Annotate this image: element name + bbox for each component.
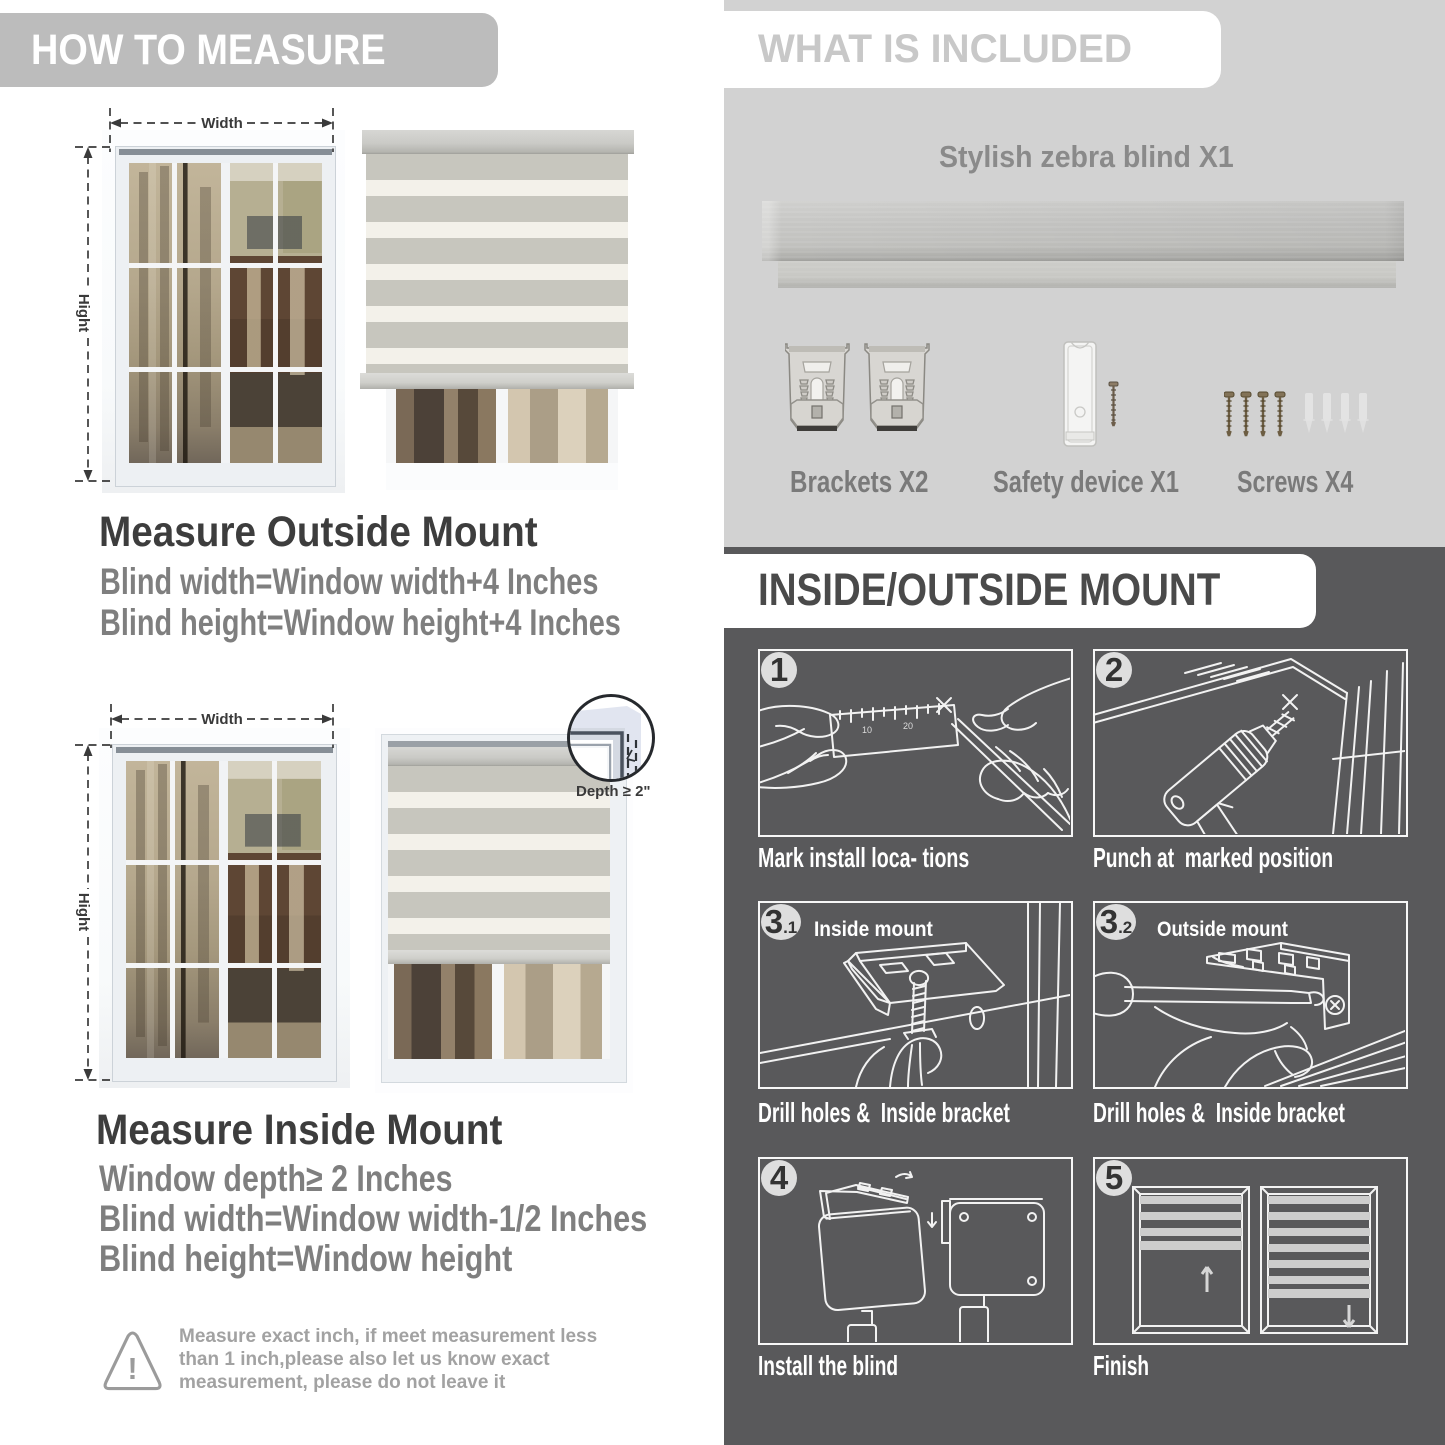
svg-text:Hight: Hight [75, 893, 92, 931]
svg-text:Hight: Hight [75, 294, 92, 332]
svg-text:!: ! [128, 1353, 138, 1386]
svg-text:Width: Width [201, 115, 243, 132]
svg-text:20: 20 [903, 721, 913, 731]
svg-text:Width: Width [201, 711, 243, 728]
svg-text:10: 10 [862, 725, 872, 735]
